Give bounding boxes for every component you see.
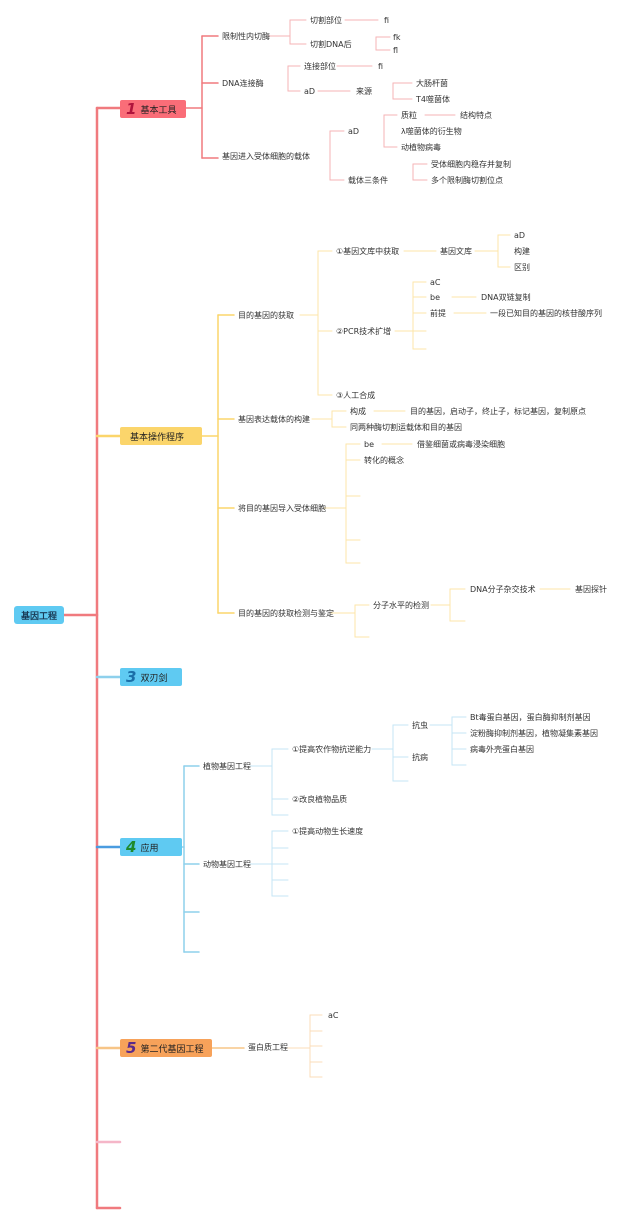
label-t4[interactable]: T4噬菌体 [416,95,450,104]
label-restriction-enzyme[interactable]: 限制性内切酶 [222,32,270,41]
label-insect[interactable]: 抗虫 [412,721,428,730]
label-cut-after[interactable]: 切割DNA后 [310,40,352,49]
label-ad-vector[interactable]: aD [348,127,360,136]
label-structure[interactable]: 结构特点 [460,111,492,120]
label-disease[interactable]: 抗病 [412,753,428,762]
label-premise-text[interactable]: 一段已知目的基因的核苷酸序列 [490,309,602,318]
label-fl[interactable]: fl [393,46,399,55]
label-expression-vector[interactable]: 基因表达载体的构建 [238,415,310,424]
label-library-ad[interactable]: aD [514,231,526,240]
number-1: 1 [126,100,137,118]
node-basic-tools-label: 基本工具 [140,105,177,116]
node-second-gen-label: 第二代基因工程 [140,1044,204,1055]
label-resistance[interactable]: ①提高农作物抗逆能力 [292,745,372,754]
label-composition-text[interactable]: 目的基因，启动子，终止子，标记基因，复制原点 [410,407,586,416]
node-applications-label: 应用 [140,843,159,854]
label-growth[interactable]: ①提高动物生长速度 [292,827,364,836]
label-library-build[interactable]: 构建 [514,247,530,256]
label-cut-site[interactable]: 切割部位 [310,16,342,25]
label-library[interactable]: 基因文库 [440,247,472,256]
label-link-site[interactable]: 连接部位 [304,62,336,71]
label-bt[interactable]: Bt毒蛋白基因，蛋白酶抑制剂基因 [470,713,591,722]
label-fi-2[interactable]: fi [378,62,384,71]
label-condition-2[interactable]: 多个限制酶切割位点 [431,176,503,185]
number-5: 5 [126,1039,137,1057]
number-4: 4 [126,838,137,856]
label-fi-1[interactable]: fi [384,16,390,25]
label-import-be[interactable]: be [364,440,374,449]
label-same-enzyme[interactable]: 同两种酶切割运载体和目的基因 [350,423,462,432]
label-three-conditions[interactable]: 载体三条件 [348,176,388,185]
label-import[interactable]: 将目的基因导入受体细胞 [238,504,326,513]
label-quality[interactable]: ②改良植物品质 [292,795,348,804]
label-ecoli[interactable]: 大肠杆菌 [416,79,448,88]
label-probe[interactable]: 基因探针 [575,585,607,594]
label-pcr-be[interactable]: be [430,293,440,302]
label-pcr[interactable]: ②PCR技术扩增 [336,327,392,336]
label-premise[interactable]: 前提 [430,309,446,318]
number-3: 3 [126,668,137,686]
label-ligase[interactable]: DNA连接酶 [222,79,264,88]
label-animal[interactable]: 动物基因工程 [203,860,251,869]
label-condition-1[interactable]: 受体细胞内稳存并复制 [431,160,511,169]
label-protein-engineering[interactable]: 蛋白质工程 [248,1043,288,1052]
label-plasmid[interactable]: 质粒 [401,111,417,120]
label-infect[interactable]: 借鉴细菌或病毒浸染细胞 [417,440,505,449]
label-hybrid[interactable]: DNA分子杂交技术 [470,585,536,594]
label-lambda[interactable]: λ噬菌体的衍生物 [401,127,462,136]
label-pcr-ac[interactable]: aC [430,278,441,287]
node-double-edged-sword-label: 双刃剑 [140,673,168,684]
label-transform[interactable]: 转化的概念 [364,456,404,465]
node-basic-tools[interactable]: 1 基本工具 [120,100,186,118]
label-detect[interactable]: 目的基因的获取检测与鉴定 [238,609,334,618]
label-molecular[interactable]: 分子水平的检测 [373,601,429,610]
label-library-method[interactable]: ①基因文库中获取 [336,247,400,256]
label-protein-ac[interactable]: aC [328,1011,339,1020]
label-fk[interactable]: fk [393,33,401,42]
label-ad-ligase[interactable]: aD [304,87,316,96]
label-virus[interactable]: 动植物病毒 [401,143,441,152]
label-coat[interactable]: 病毒外壳蛋白基因 [470,745,534,754]
label-composition[interactable]: 构成 [350,407,366,416]
label-starch[interactable]: 淀粉酶抑制剂基因，植物凝集素基因 [470,729,598,738]
node-basic-procedure-label: 基本操作程序 [130,432,185,443]
label-plant[interactable]: 植物基因工程 [203,762,251,771]
label-library-diff[interactable]: 区别 [514,263,530,272]
node-double-edged-sword[interactable]: 3 双刃剑 [120,668,182,686]
label-source[interactable]: 来源 [356,87,372,96]
node-basic-procedure[interactable]: 基本操作程序 [120,427,202,445]
label-gene-acquire[interactable]: 目的基因的获取 [238,311,294,320]
node-applications[interactable]: 4 应用 [120,838,182,856]
label-dna-copy[interactable]: DNA双链复制 [481,293,531,302]
label-vector[interactable]: 基因进入受体细胞的载体 [222,152,310,161]
label-artificial[interactable]: ③人工合成 [336,391,376,400]
node-second-gen[interactable]: 5 第二代基因工程 [120,1039,212,1057]
root-node[interactable]: 基因工程 [14,606,64,624]
